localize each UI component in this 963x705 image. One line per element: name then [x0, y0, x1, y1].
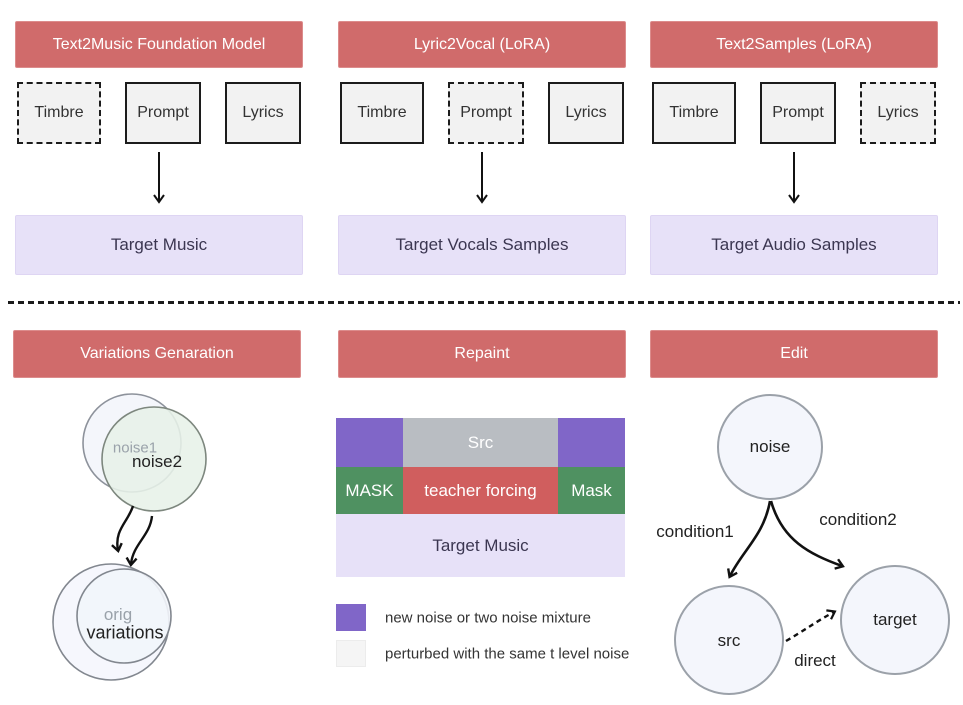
down-arrow-icon: [476, 152, 488, 204]
condition1-arrow: [727, 500, 772, 579]
repaint-row-mask: MASK teacher forcing Mask: [336, 467, 625, 514]
repaint-row-src: Src: [336, 418, 625, 467]
direct-label: direct: [794, 651, 836, 670]
input-label: Timbre: [34, 104, 84, 121]
input-row: Timbre Prompt Lyrics: [340, 82, 624, 144]
target-label: Target Vocals Samples: [395, 235, 569, 254]
mask-right-label: Mask: [571, 480, 612, 500]
panel-text2samples: Text2Samples (LoRA) Timbre Prompt Lyrics…: [650, 21, 938, 276]
down-arrow-icon: [153, 152, 165, 204]
target-label: target: [873, 610, 917, 629]
legend-label-new-noise: new noise or two noise mixture: [385, 609, 591, 627]
input-box-timbre: Timbre: [340, 82, 424, 144]
legend-label-perturbed: perturbed with the same t level noise: [385, 645, 630, 663]
panel-title-text2music: Text2Music Foundation Model: [15, 21, 303, 68]
noise-circle: [717, 394, 823, 500]
noise1-label: noise1: [112, 439, 158, 457]
section-divider: [8, 301, 960, 304]
input-box-prompt: Prompt: [125, 82, 201, 144]
down-arrow-icon: [788, 152, 800, 204]
panel-title-text2samples: Text2Samples (LoRA): [650, 21, 938, 68]
input-label: Prompt: [137, 104, 189, 121]
input-box-lyrics: Lyrics: [548, 82, 624, 144]
target-bar: Target Audio Samples: [650, 215, 938, 275]
panel-title-lyric2vocal: Lyric2Vocal (LoRA): [338, 21, 626, 68]
noise2-circle: [101, 406, 207, 512]
repaint-grid: Src MASK teacher forcing Mask Target Mus…: [336, 418, 625, 577]
new-noise-cell-right: [558, 418, 625, 467]
input-label: Prompt: [460, 104, 512, 121]
orig-label: orig: [103, 605, 133, 624]
input-box-lyrics: Lyrics: [225, 82, 301, 144]
new-noise-cell-left: [336, 418, 403, 467]
legend-swatch-light: [336, 640, 366, 667]
src-label: src: [717, 631, 741, 650]
input-box-timbre: Timbre: [17, 82, 101, 144]
variations-circle: [76, 568, 172, 664]
legend-swatch-purple: [336, 604, 366, 631]
input-label: Lyrics: [565, 104, 607, 121]
variation-arrow-2: [125, 515, 154, 568]
noise-label: noise: [749, 437, 791, 456]
target-music-label: Target Music: [432, 535, 529, 555]
condition2-arrow: [769, 500, 845, 570]
target-bar: Target Music: [15, 215, 303, 275]
condition2-label: condition2: [819, 510, 897, 529]
src-cell-label: Src: [467, 432, 494, 452]
input-box-prompt: Prompt: [760, 82, 836, 144]
mask-left-label: MASK: [345, 480, 394, 500]
panel-title-edit: Edit: [650, 330, 938, 378]
variations-figure: [52, 393, 207, 681]
input-label: Lyrics: [242, 104, 284, 121]
mask-cell-left: MASK: [336, 467, 403, 514]
direct-arrow: [785, 609, 837, 643]
condition1-label: condition1: [656, 522, 734, 541]
mask-cell-right: Mask: [558, 467, 625, 514]
input-label: Prompt: [772, 104, 824, 121]
repaint-row-target: Target Music: [336, 514, 625, 577]
target-music-cell: Target Music: [336, 514, 625, 577]
input-row: Timbre Prompt Lyrics: [652, 82, 936, 144]
input-label: Timbre: [669, 104, 719, 121]
edit-figure: [674, 394, 950, 695]
teacher-forcing-label: teacher forcing: [424, 480, 537, 500]
src-circle: [674, 585, 784, 695]
teacher-forcing-cell: teacher forcing: [403, 467, 558, 514]
target-label: Target Audio Samples: [711, 235, 877, 254]
src-cell: Src: [403, 418, 558, 467]
panel-lyric2vocal: Lyric2Vocal (LoRA) Timbre Prompt Lyrics …: [338, 21, 626, 276]
input-row: Timbre Prompt Lyrics: [17, 82, 301, 144]
variation-arrow-1: [111, 505, 135, 554]
input-label: Timbre: [357, 104, 407, 121]
variations-label: variations: [86, 622, 164, 643]
input-box-lyrics: Lyrics: [860, 82, 936, 144]
target-bar: Target Vocals Samples: [338, 215, 626, 275]
input-label: Lyrics: [877, 104, 919, 121]
panel-text2music: Text2Music Foundation Model Timbre Promp…: [15, 21, 303, 276]
panel-title-variations: Variations Genaration: [13, 330, 301, 378]
panel-title-repaint: Repaint: [338, 330, 626, 378]
input-box-timbre: Timbre: [652, 82, 736, 144]
noise2-label: noise2: [131, 452, 183, 471]
input-box-prompt: Prompt: [448, 82, 524, 144]
target-circle: [840, 565, 950, 675]
target-label: Target Music: [110, 235, 208, 254]
